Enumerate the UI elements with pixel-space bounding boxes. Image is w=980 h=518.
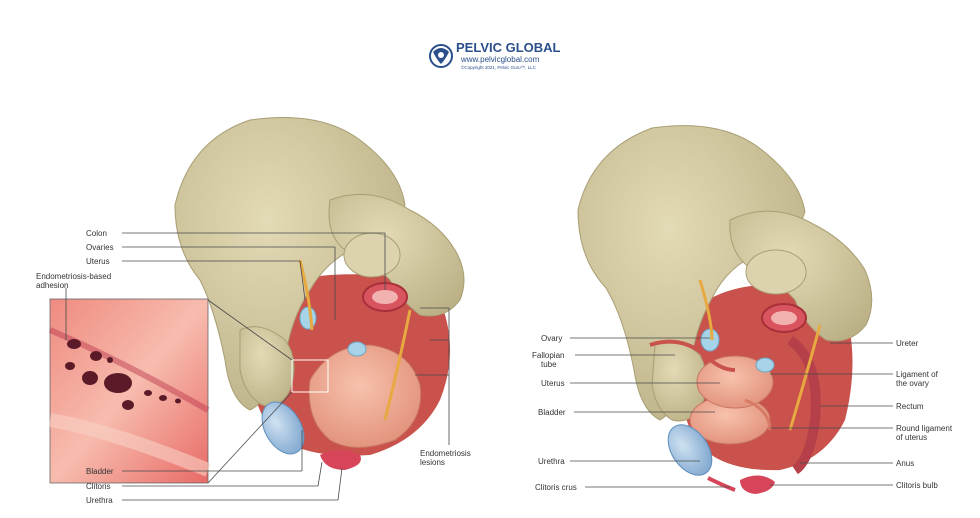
pelvic-global-logo: PELVIC GLOBAL www.pelvicglobal.com ©Copy… bbox=[429, 40, 561, 70]
left-ovary-2 bbox=[347, 341, 367, 357]
left-ovary bbox=[299, 306, 317, 330]
label-adhesion-line1: Endometriosis-based bbox=[36, 272, 111, 281]
right-ovary bbox=[700, 328, 720, 352]
right-uterus-organ bbox=[696, 355, 774, 409]
label-right-uterus: Uterus bbox=[541, 379, 565, 388]
right-clitoris-bulb bbox=[740, 475, 775, 494]
left-figure-labels: Colon Ovaries Uterus Endometriosis-based… bbox=[36, 229, 471, 505]
label-ureter: Ureter bbox=[896, 339, 919, 348]
label-anus: Anus bbox=[896, 459, 914, 468]
logo-copyright: ©Copyright 2021, Pelvic Guru™, LLC bbox=[461, 64, 537, 70]
right-clitoris-crus bbox=[707, 476, 736, 492]
right-ureter bbox=[698, 279, 714, 341]
right-ilium-bone bbox=[577, 125, 806, 421]
label-fallopian-line2: tube bbox=[541, 360, 557, 369]
left-ureter bbox=[298, 259, 314, 331]
label-clitoris: Clitoris bbox=[86, 482, 110, 491]
right-pelvis-figure bbox=[577, 125, 873, 494]
label-colon: Colon bbox=[86, 229, 107, 238]
right-vertebra-bone bbox=[745, 249, 807, 295]
label-rectum: Rectum bbox=[896, 402, 924, 411]
label-lesions-line1: Endometriosis bbox=[420, 449, 471, 458]
left-ilium-bone bbox=[174, 117, 406, 411]
right-ovary-2 bbox=[755, 357, 775, 373]
label-fallopian-line1: Fallopian bbox=[532, 351, 564, 360]
label-lesions-line2: lesions bbox=[420, 458, 445, 467]
label-clitoris-bulb: Clitoris bulb bbox=[896, 481, 938, 490]
label-bladder: Bladder bbox=[86, 467, 114, 476]
right-ureter-2 bbox=[788, 324, 822, 431]
left-adhesion-focus-box bbox=[291, 359, 329, 393]
label-round-ligament-line2: of uterus bbox=[896, 433, 927, 442]
logo-title: PELVIC GLOBAL bbox=[456, 40, 561, 55]
label-right-urethra: Urethra bbox=[538, 457, 565, 466]
logo-url: www.pelvicglobal.com bbox=[460, 55, 540, 64]
left-pubic-bone bbox=[239, 326, 295, 407]
label-right-bladder: Bladder bbox=[538, 408, 566, 417]
left-ureter-2 bbox=[383, 309, 412, 421]
label-ligament-line1: Ligament of bbox=[896, 370, 939, 379]
left-vertebra-bone bbox=[343, 232, 401, 278]
right-figure-labels: Ovary Fallopian tube Uterus Bladder Uret… bbox=[532, 334, 953, 492]
left-bladder bbox=[261, 401, 305, 455]
label-clitoris-crus: Clitoris crus bbox=[535, 483, 577, 492]
label-ligament-line2: the ovary bbox=[896, 379, 929, 388]
left-clitoris bbox=[320, 450, 361, 470]
adhesion-inset bbox=[48, 298, 293, 484]
left-pelvis-figure bbox=[174, 117, 465, 470]
label-round-ligament-line1: Round ligament bbox=[896, 424, 953, 433]
logo-emblem-icon bbox=[429, 44, 453, 68]
right-fallopian-tube bbox=[649, 339, 736, 372]
right-rectum-body bbox=[786, 335, 821, 475]
endometriosis-lesion-spots bbox=[65, 339, 181, 410]
label-urethra: Urethra bbox=[86, 496, 113, 505]
label-ovary: Ovary bbox=[541, 334, 562, 343]
label-ovaries: Ovaries bbox=[86, 243, 114, 252]
right-blue-bladder bbox=[667, 424, 713, 476]
right-round-ligament bbox=[744, 398, 772, 431]
label-uterus: Uterus bbox=[86, 257, 110, 266]
label-adhesion-line2: adhesion bbox=[36, 281, 68, 290]
